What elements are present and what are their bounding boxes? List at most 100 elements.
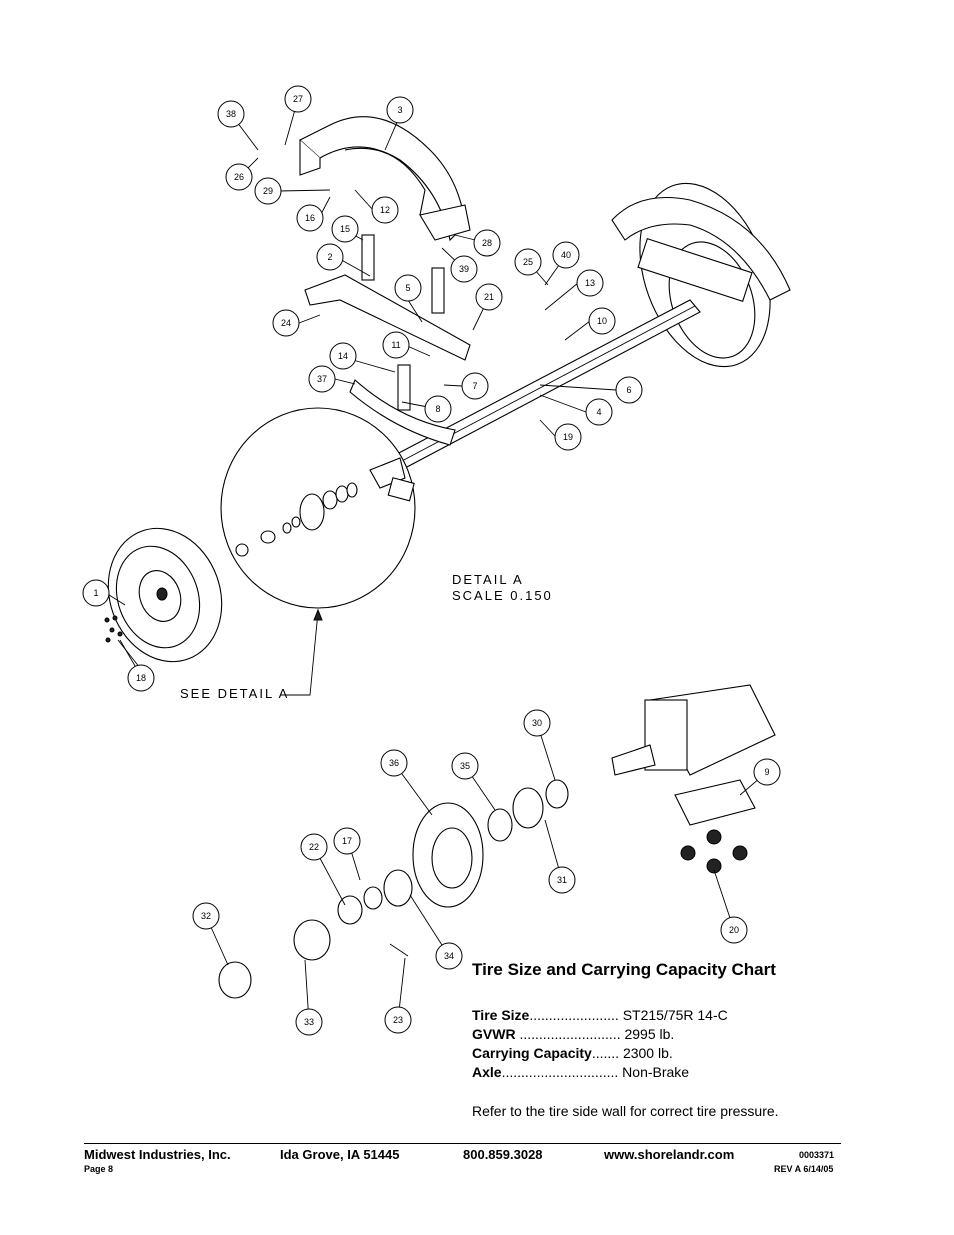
svg-text:40: 40 bbox=[561, 250, 571, 260]
row-dots: ....................... bbox=[529, 1007, 619, 1023]
chart-row-gvwr: GVWR .......................... 2995 lb. bbox=[472, 1025, 852, 1044]
callout-10: 10 bbox=[588, 307, 616, 335]
footer-location: Ida Grove, IA 51445 bbox=[280, 1147, 400, 1162]
callout-16: 16 bbox=[296, 204, 324, 232]
left-wheel bbox=[104, 527, 223, 663]
callout-6: 6 bbox=[615, 376, 643, 404]
svg-text:28: 28 bbox=[482, 238, 492, 248]
callout-18: 18 bbox=[127, 664, 155, 692]
left-spring-assembly bbox=[304, 234, 471, 446]
callout-13: 13 bbox=[576, 269, 604, 297]
callout-33: 33 bbox=[295, 1008, 323, 1036]
callout-22: 22 bbox=[300, 833, 328, 861]
footer-company: Midwest Industries, Inc. bbox=[84, 1147, 231, 1162]
svg-text:4: 4 bbox=[596, 407, 601, 417]
row-dots: .............................. bbox=[501, 1064, 619, 1080]
callout-21: 21 bbox=[475, 283, 503, 311]
callout-5: 5 bbox=[394, 274, 422, 302]
callout-1: 1 bbox=[82, 579, 110, 607]
svg-text:37: 37 bbox=[317, 374, 327, 384]
callout-20: 20 bbox=[720, 916, 748, 944]
row-value: 2995 lb. bbox=[624, 1026, 675, 1042]
callout-29: 29 bbox=[254, 177, 282, 205]
callout-17: 17 bbox=[333, 827, 361, 855]
callout-12: 12 bbox=[371, 196, 399, 224]
svg-text:33: 33 bbox=[304, 1017, 314, 1027]
row-label: GVWR bbox=[472, 1026, 516, 1042]
callout-8: 8 bbox=[424, 395, 452, 423]
callout-30: 30 bbox=[523, 709, 551, 737]
callout-9: 9 bbox=[753, 758, 781, 786]
callout-27: 27 bbox=[284, 85, 312, 113]
svg-text:10: 10 bbox=[597, 316, 607, 326]
callout-19: 19 bbox=[554, 423, 582, 451]
svg-text:39: 39 bbox=[459, 264, 469, 274]
svg-text:14: 14 bbox=[338, 351, 348, 361]
svg-text:29: 29 bbox=[263, 186, 273, 196]
callout-3: 3 bbox=[386, 96, 414, 124]
svg-text:20: 20 bbox=[729, 925, 739, 935]
footer-doc-number: 0003371 bbox=[799, 1150, 835, 1160]
svg-text:21: 21 bbox=[484, 292, 494, 302]
svg-text:26: 26 bbox=[234, 172, 244, 182]
row-value: Non-Brake bbox=[622, 1064, 690, 1080]
callout-39: 39 bbox=[450, 255, 478, 283]
svg-text:22: 22 bbox=[309, 842, 319, 852]
svg-text:31: 31 bbox=[557, 875, 567, 885]
detail-a-circle bbox=[220, 407, 416, 609]
svg-text:15: 15 bbox=[340, 224, 350, 234]
svg-text:5: 5 bbox=[405, 283, 410, 293]
tire-pressure-note: Refer to the tire side wall for correct … bbox=[472, 1103, 779, 1119]
svg-text:6: 6 bbox=[626, 385, 631, 395]
callout-37: 37 bbox=[308, 365, 336, 393]
svg-text:27: 27 bbox=[293, 94, 303, 104]
callout-4: 4 bbox=[585, 398, 613, 426]
svg-text:24: 24 bbox=[281, 318, 291, 328]
svg-text:25: 25 bbox=[523, 257, 533, 267]
spindle-assembly bbox=[611, 684, 776, 874]
row-dots: .......................... bbox=[519, 1026, 621, 1042]
footer-divider bbox=[84, 1143, 841, 1144]
chart-row-tire-size: Tire Size....................... ST215/7… bbox=[472, 1006, 852, 1025]
tire-capacity-chart: Tire Size and Carrying Capacity Chart Ti… bbox=[472, 960, 852, 1119]
svg-text:2: 2 bbox=[327, 252, 332, 262]
svg-text:7: 7 bbox=[472, 381, 477, 391]
svg-text:16: 16 bbox=[305, 213, 315, 223]
callout-7: 7 bbox=[461, 372, 489, 400]
row-value: 2300 lb. bbox=[622, 1045, 673, 1061]
callout-35: 35 bbox=[451, 752, 479, 780]
svg-text:30: 30 bbox=[532, 718, 542, 728]
chart-row-axle: Axle.............................. Non-B… bbox=[472, 1063, 852, 1082]
chart-row-carrying-capacity: Carrying Capacity....... 2300 lb. bbox=[472, 1044, 852, 1063]
row-label: Axle bbox=[472, 1064, 502, 1080]
svg-text:11: 11 bbox=[391, 340, 400, 350]
svg-text:23: 23 bbox=[393, 1015, 403, 1025]
svg-text:36: 36 bbox=[389, 758, 399, 768]
chart-title: Tire Size and Carrying Capacity Chart bbox=[472, 960, 776, 979]
callout-25: 25 bbox=[514, 248, 542, 276]
svg-text:8: 8 bbox=[435, 404, 440, 414]
right-wheel-fender bbox=[611, 182, 791, 368]
detail-title: DETAIL A bbox=[452, 572, 524, 587]
footer-page-number: Page 8 bbox=[84, 1164, 114, 1174]
svg-text:13: 13 bbox=[585, 278, 595, 288]
row-dots: ....... bbox=[591, 1045, 620, 1061]
callout-14: 14 bbox=[329, 342, 357, 370]
row-label: Tire Size bbox=[472, 1007, 530, 1023]
svg-text:9: 9 bbox=[764, 767, 769, 777]
svg-text:17: 17 bbox=[342, 836, 352, 846]
callout-15: 15 bbox=[331, 215, 359, 243]
svg-text:19: 19 bbox=[563, 432, 573, 442]
row-label: Carrying Capacity bbox=[472, 1045, 592, 1061]
svg-text:3: 3 bbox=[397, 105, 402, 115]
svg-text:35: 35 bbox=[460, 761, 470, 771]
detail-scale: SCALE 0.150 bbox=[452, 588, 553, 603]
svg-text:32: 32 bbox=[201, 911, 211, 921]
see-detail-label: SEE DETAIL A bbox=[180, 686, 289, 701]
footer-website: www.shorelandr.com bbox=[604, 1147, 735, 1162]
callout-36: 36 bbox=[380, 749, 408, 777]
callout-34: 34 bbox=[435, 942, 463, 970]
callout-28: 28 bbox=[473, 229, 501, 257]
hub-assembly bbox=[218, 779, 569, 999]
callout-32: 32 bbox=[192, 902, 220, 930]
